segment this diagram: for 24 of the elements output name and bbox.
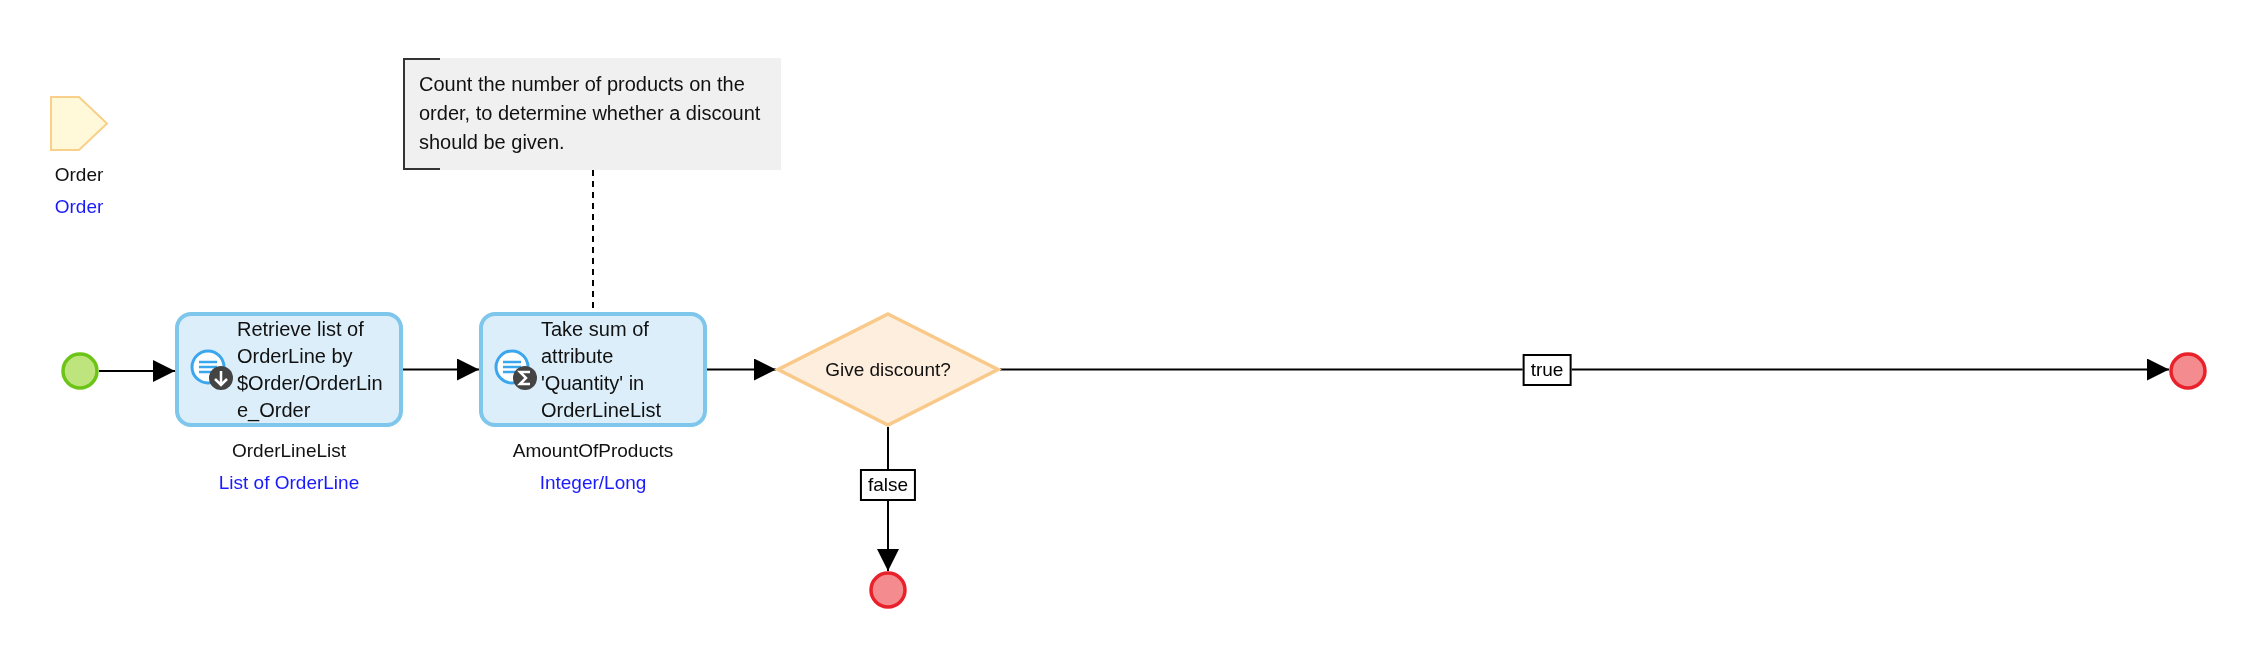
variable-name: Order bbox=[53, 163, 105, 187]
flow-arrow bbox=[999, 358, 2170, 381]
decision-label: Give discount? bbox=[824, 357, 952, 382]
decision-diamond bbox=[776, 312, 1000, 427]
flow-arrow bbox=[402, 358, 480, 381]
annotation-note bbox=[403, 58, 781, 170]
flow-arrow bbox=[706, 358, 777, 381]
flow-arrow bbox=[98, 360, 176, 382]
variable-type: Integer/Long bbox=[538, 471, 648, 495]
activity-label: Take sum of attribute 'Quantity' in OrderLineList bbox=[541, 316, 663, 423]
end-circle bbox=[2169, 352, 2207, 390]
activity-box bbox=[479, 312, 707, 427]
parameter-shape bbox=[50, 96, 108, 151]
edge-label: false bbox=[859, 469, 917, 501]
variable-type: List of OrderLine bbox=[217, 471, 361, 495]
variable-type: Order bbox=[53, 195, 105, 219]
activity-label: Retrieve list of OrderLine by $Order/OrderLine_Order bbox=[237, 316, 384, 423]
edge-label: true bbox=[1522, 353, 1572, 386]
variable-name: AmountOfProducts bbox=[511, 439, 675, 463]
end-circle bbox=[869, 571, 907, 609]
note-text: Count the number of products on the order, to determine whether a discount should be given. bbox=[419, 72, 762, 155]
variable-name: OrderLineList bbox=[230, 439, 348, 463]
activity-box bbox=[175, 312, 403, 427]
start-circle bbox=[61, 352, 99, 390]
